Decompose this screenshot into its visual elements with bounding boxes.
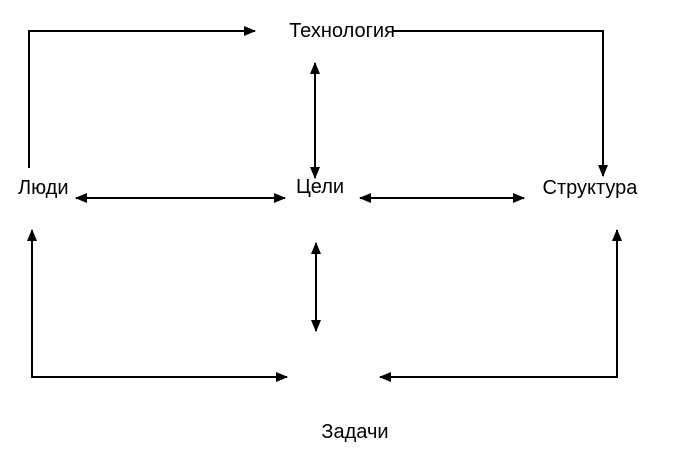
node-tasks: Задачи	[321, 421, 388, 443]
arrow-tasks-to-people	[27, 229, 287, 378]
arrow-technology-to-structure	[392, 30, 608, 177]
arrow-tasks-to-structure	[380, 229, 622, 378]
node-structure: Структура	[543, 177, 639, 199]
node-goals: Цели	[296, 176, 344, 198]
node-technology: Технология	[289, 20, 395, 42]
node-people: Люди	[18, 177, 69, 199]
arrow-people-to-technology	[28, 26, 256, 168]
